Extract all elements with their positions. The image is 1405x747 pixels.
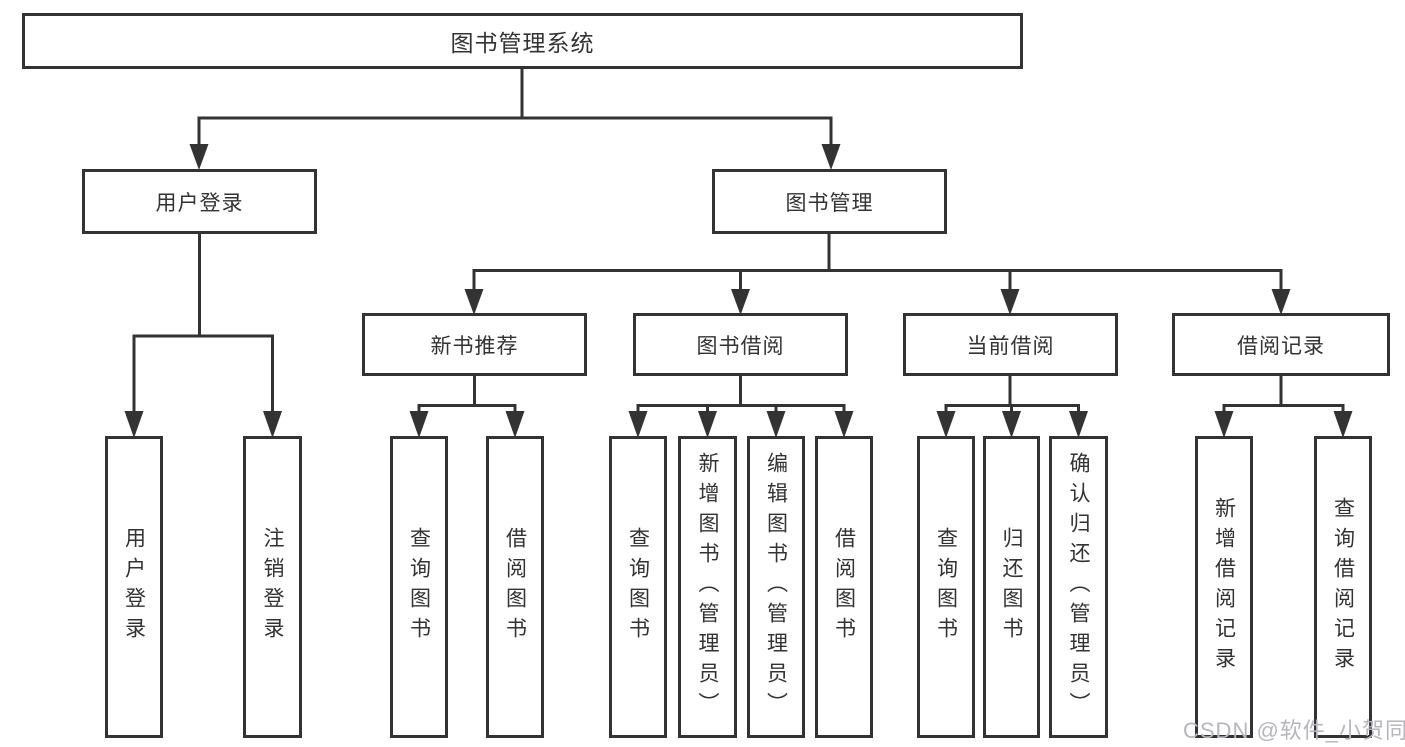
node-new-book-recommendation-label: 新书推荐 xyxy=(430,334,519,358)
node-book-management-label: 图书管理 xyxy=(785,191,874,215)
node-book-borrowing: 图书借阅 xyxy=(633,313,848,376)
leaf-borrow-books-recommend-label: 借阅图书 xyxy=(503,527,527,647)
leaf-return-books-label: 归还图书 xyxy=(1000,527,1023,647)
leaf-return-books: 归还图书 xyxy=(983,436,1040,738)
leaf-add-books-admin-label: 新增图书（管理员） xyxy=(696,452,719,722)
leaf-user-login: 用户登录 xyxy=(105,436,163,738)
leaf-add-borrow-record: 新增借阅记录 xyxy=(1195,436,1253,738)
leaf-borrow-books-recommend: 借阅图书 xyxy=(486,436,544,738)
leaf-borrow-books: 借阅图书 xyxy=(815,436,873,738)
node-borrowing-records-label: 借阅记录 xyxy=(1237,334,1325,358)
csdn-watermark: CSDN @软件_小贺同学 xyxy=(1183,718,1405,743)
leaf-user-login-label: 用户登录 xyxy=(122,527,146,647)
node-user-login-label: 用户登录 xyxy=(155,191,244,215)
leaf-confirm-return-admin: 确认归还（管理员） xyxy=(1049,436,1108,738)
leaf-query-books-borrowing: 查询图书 xyxy=(609,436,667,738)
node-current-borrowing-label: 当前借阅 xyxy=(966,334,1055,358)
node-book-management: 图书管理 xyxy=(712,169,947,234)
node-borrowing-records: 借阅记录 xyxy=(1172,313,1390,376)
leaf-query-books-current: 查询图书 xyxy=(917,436,975,738)
leaf-query-books-borrowing-label: 查询图书 xyxy=(626,527,650,647)
leaf-query-borrow-record-label: 查询借阅记录 xyxy=(1331,497,1355,677)
leaf-logout-label: 注销登录 xyxy=(261,527,284,647)
node-library-system: 图书管理系统 xyxy=(22,13,1023,69)
leaf-query-books-recommend-label: 查询图书 xyxy=(407,527,431,647)
leaf-query-books-recommend: 查询图书 xyxy=(390,436,448,738)
leaf-add-borrow-record-label: 新增借阅记录 xyxy=(1212,497,1236,677)
node-current-borrowing: 当前借阅 xyxy=(903,313,1118,376)
leaf-query-borrow-record: 查询借阅记录 xyxy=(1314,436,1372,738)
leaf-logout: 注销登录 xyxy=(243,436,302,738)
node-book-borrowing-label: 图书借阅 xyxy=(696,334,785,358)
leaf-query-books-current-label: 查询图书 xyxy=(934,527,958,647)
leaf-edit-books-admin-label: 编辑图书（管理员） xyxy=(764,452,788,722)
leaf-borrow-books-label: 借阅图书 xyxy=(832,527,856,647)
node-library-system-label: 图书管理系统 xyxy=(450,30,595,56)
leaf-add-books-admin: 新增图书（管理员） xyxy=(678,436,737,738)
leaf-edit-books-admin: 编辑图书（管理员） xyxy=(747,436,805,738)
node-user-login: 用户登录 xyxy=(82,169,317,234)
leaf-confirm-return-admin-label: 确认归还（管理员） xyxy=(1067,452,1090,722)
node-new-book-recommendation: 新书推荐 xyxy=(362,313,587,376)
